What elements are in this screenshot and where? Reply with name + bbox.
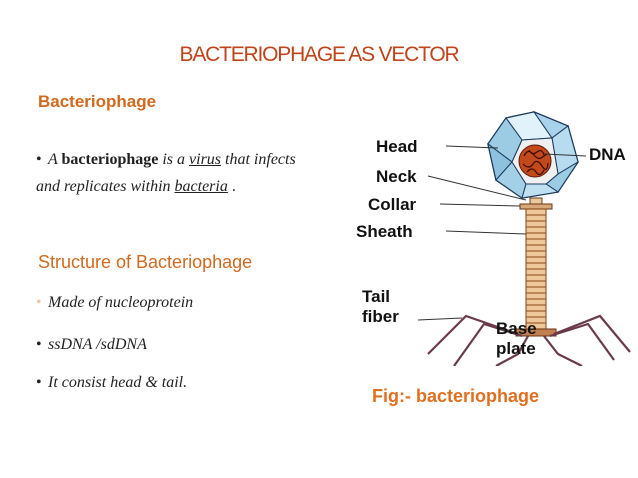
figure-caption: Fig:- bacteriophage (372, 386, 540, 406)
bullet-text: ssDNA /sdDNA (48, 336, 147, 353)
definition-prefix: A (48, 151, 62, 168)
term-bacteriophage: bacteriophage (61, 151, 159, 168)
label-fiber: fiber (362, 307, 399, 326)
bullet-item: • ssDNA /sdDNA (36, 336, 147, 354)
bullet-item: • Made of nucleoprotein (36, 294, 193, 312)
capsid-head (487, 110, 579, 199)
tail-sheath (525, 208, 547, 330)
label-neck: Neck (376, 167, 417, 186)
neck (529, 197, 543, 205)
leader-lines (417, 145, 587, 335)
tail-fibers (427, 314, 631, 366)
bullet-marker: • (36, 151, 42, 168)
label-collar: Collar (368, 195, 417, 214)
link-virus[interactable]: virus (189, 151, 222, 168)
dna-coil (522, 149, 549, 176)
label-tail: Tail (362, 287, 390, 306)
label-sheath: Sheath (356, 222, 413, 241)
bacteriophage-diagram: Head DNA Neck Collar Sheath Tail fiber B… (356, 110, 631, 366)
definition-mid1: is a (158, 151, 190, 168)
bacteriophage-heading: Bacteriophage (38, 92, 157, 111)
bullet-marker: • (36, 294, 42, 311)
structure-heading: Structure of Bacteriophage (38, 252, 253, 272)
bullet-text: Made of nucleoprotein (48, 294, 194, 311)
bullet-item: • It consist head & tail. (36, 374, 187, 392)
label-head: Head (376, 137, 418, 156)
definition-mid2: that infects and replicates within (36, 151, 296, 195)
link-bacteria[interactable]: bacteria (174, 178, 228, 195)
collar (519, 203, 553, 210)
bullet-text: It consist head & tail. (48, 374, 188, 391)
definition-suffix: . (227, 178, 236, 195)
label-base: Base (496, 319, 537, 338)
bullet-marker: • (36, 374, 42, 391)
definition-paragraph: • A bacteriophage is a virus that infects… (36, 146, 306, 200)
label-dna: DNA (589, 145, 626, 164)
label-plate: plate (496, 339, 536, 358)
bullet-marker: • (36, 336, 42, 353)
slide-title: BACTERIOPHAGE AS VECTOR (179, 43, 460, 66)
